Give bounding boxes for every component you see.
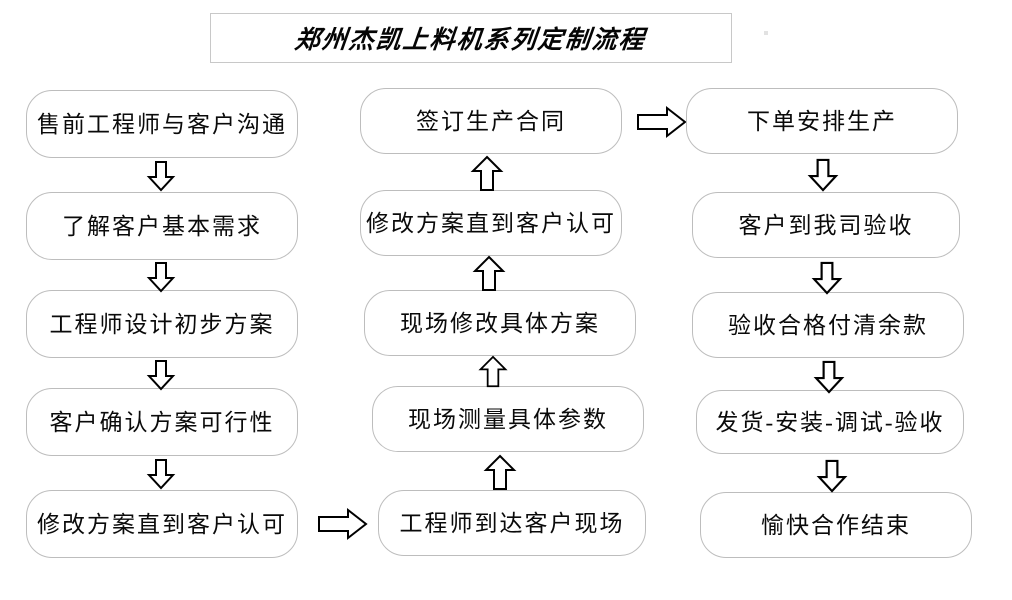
node-label: 了解客户基本需求 bbox=[62, 213, 262, 239]
node-col2-row3[interactable]: 现场修改具体方案 bbox=[364, 290, 636, 356]
arrow-down-icon bbox=[146, 262, 176, 293]
node-label: 下单安排生产 bbox=[747, 108, 897, 134]
node-col1-row3[interactable]: 工程师设计初步方案 bbox=[26, 290, 298, 358]
node-label: 工程师到达客户现场 bbox=[399, 510, 625, 536]
node-label: 修改方案直到客户认可 bbox=[366, 210, 616, 236]
node-col2-row5[interactable]: 工程师到达客户现场 bbox=[378, 490, 646, 556]
node-label: 修改方案直到客户认可 bbox=[37, 511, 287, 537]
chart-title-box: 郑州杰凯上料机系列定制流程 bbox=[210, 13, 732, 63]
node-label: 现场修改具体方案 bbox=[400, 310, 600, 336]
node-col2-row2[interactable]: 修改方案直到客户认可 bbox=[360, 190, 622, 256]
node-label: 客户确认方案可行性 bbox=[49, 409, 275, 435]
node-col1-row5[interactable]: 修改方案直到客户认可 bbox=[26, 490, 298, 558]
arrow-down-icon bbox=[146, 459, 176, 490]
node-col3-row2[interactable]: 客户到我司验收 bbox=[692, 192, 960, 258]
arrow-down-icon bbox=[811, 261, 843, 295]
node-col3-row4[interactable]: 发货-安装-调试-验收 bbox=[696, 390, 964, 454]
arrow-right-icon bbox=[318, 507, 368, 541]
arrow-up-icon bbox=[472, 255, 506, 292]
arrow-up-icon bbox=[483, 454, 517, 492]
chart-title: 郑州杰凯上料机系列定制流程 bbox=[293, 27, 648, 54]
arrow-down-icon bbox=[146, 161, 176, 192]
node-label: 发货-安装-调试-验收 bbox=[715, 409, 945, 435]
node-label: 售前工程师与客户沟通 bbox=[37, 111, 287, 137]
node-col2-row4[interactable]: 现场测量具体参数 bbox=[372, 386, 644, 452]
node-col1-row4[interactable]: 客户确认方案可行性 bbox=[26, 388, 298, 456]
artifact-speck bbox=[764, 31, 768, 35]
node-label: 愉快合作结束 bbox=[761, 512, 911, 538]
node-label: 现场测量具体参数 bbox=[408, 406, 608, 432]
node-label: 验收合格付清余款 bbox=[728, 312, 928, 338]
arrow-down-icon bbox=[813, 360, 845, 394]
node-col3-row1[interactable]: 下单安排生产 bbox=[686, 88, 958, 154]
arrow-right-icon bbox=[636, 105, 688, 139]
node-col3-row5[interactable]: 愉快合作结束 bbox=[700, 492, 972, 558]
node-label: 工程师设计初步方案 bbox=[49, 311, 275, 337]
node-col3-row3[interactable]: 验收合格付清余款 bbox=[692, 292, 964, 358]
node-col1-row2[interactable]: 了解客户基本需求 bbox=[26, 192, 298, 260]
arrow-down-icon bbox=[807, 158, 839, 192]
arrow-up-icon bbox=[470, 155, 504, 192]
node-col2-row1[interactable]: 签订生产合同 bbox=[360, 88, 622, 154]
node-col1-row1[interactable]: 售前工程师与客户沟通 bbox=[26, 90, 298, 158]
arrow-down-icon bbox=[146, 360, 176, 391]
arrow-up-icon bbox=[477, 355, 509, 388]
arrow-down-icon bbox=[816, 458, 848, 494]
node-label: 客户到我司验收 bbox=[738, 212, 914, 238]
node-label: 签订生产合同 bbox=[416, 108, 566, 134]
